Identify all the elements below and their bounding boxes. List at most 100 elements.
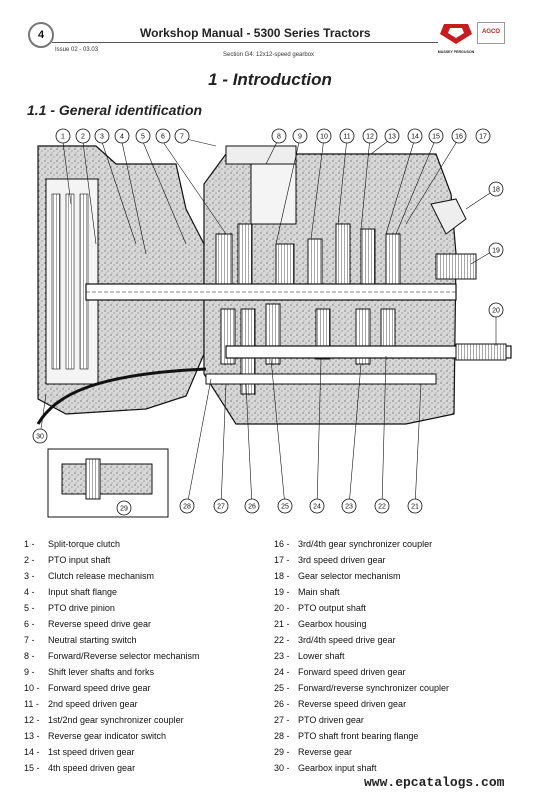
callout-15 [428, 128, 444, 144]
callout-13 [384, 128, 400, 144]
section-label: Section G4: 12x12-speed gearbox [223, 52, 315, 58]
callout-9 [292, 128, 308, 144]
part-item: 20 -PTO output shaft [274, 603, 366, 613]
callout-label: 24 [313, 504, 321, 511]
part-item: 11 -2nd speed driven gear [24, 699, 138, 709]
part-item: 27 -PTO driven gear [274, 715, 364, 725]
part-item: 14 -1st speed driven gear [24, 747, 135, 757]
callout-label: 6 [161, 134, 165, 141]
callout-label: 23 [345, 504, 353, 511]
lower-shaft [205, 373, 437, 385]
callout-21 [407, 498, 423, 514]
callout-16 [451, 128, 467, 144]
callout-4 [114, 128, 130, 144]
callout-30 [32, 428, 48, 444]
callout-5 [135, 128, 151, 144]
callout-27 [213, 498, 229, 514]
callout-label: 13 [388, 134, 396, 141]
callout-label: 11 [343, 134, 350, 141]
callout-label: 19 [492, 248, 500, 255]
part-item: 13 -Reverse gear indicator switch [24, 731, 167, 741]
callout-label: 5 [141, 134, 145, 141]
callout-label: 2 [81, 134, 85, 141]
callout-14 [407, 128, 423, 144]
callout-23 [341, 498, 357, 514]
callout-label: 30 [36, 434, 44, 441]
callout-17 [475, 128, 491, 144]
part-item: 4 -Input shaft flange [24, 587, 118, 597]
callout-2 [75, 128, 91, 144]
callout-label: 26 [248, 504, 256, 511]
callout-label: 16 [455, 134, 463, 141]
part-item: 21 -Gearbox housing [274, 619, 367, 629]
agco-text: AGCO [482, 29, 500, 35]
chapter-title: 1 - Introduction [208, 70, 332, 89]
gearbox-cutaway-diagram: 1 2 3 4 5 6 7 8 9 10 11 12 13 14 15 16 1… [32, 128, 512, 518]
part-item: 7 -Neutral starting switch [24, 635, 137, 645]
callout-7 [174, 128, 190, 144]
callout-label: 8 [277, 134, 281, 141]
callout-18 [488, 181, 504, 197]
manual-title: Workshop Manual - 5300 Series Tractors [140, 26, 371, 40]
callout-label: 21 [411, 504, 419, 511]
callout-label: 3 [100, 134, 104, 141]
issue-label: Issue 02 - 03.03 [55, 47, 99, 53]
part-item: 24 -Forward speed driven gear [274, 667, 406, 677]
part-item: 5 -PTO drive pinion [24, 603, 115, 613]
part-item: 2 -PTO input shaft [24, 555, 111, 565]
callout-label: 12 [366, 134, 374, 141]
callout-label: 1 [61, 134, 65, 141]
part-item: 26 -Reverse speed driven gear [274, 699, 407, 709]
part-item: 3 -Clutch release mechanism [24, 571, 155, 581]
parts-column-right: 16 -3rd/4th gear synchronizer coupler 17… [274, 536, 514, 776]
callout-label: 4 [120, 134, 124, 141]
callout-label: 22 [378, 504, 386, 511]
part-item: 30 -Gearbox input shaft [274, 763, 377, 773]
callout-29 [116, 500, 132, 516]
callout-label: 7 [180, 134, 184, 141]
callout-label: 9 [298, 134, 302, 141]
part-item: 28 -PTO shaft front bearing flange [274, 731, 419, 741]
parts-column-left: 1 -Split-torque clutch 2 -PTO input shaf… [24, 536, 264, 776]
callout-3 [94, 128, 110, 144]
part-item: 29 -Reverse gear [274, 747, 353, 757]
agco-logo: AGCO [477, 22, 505, 44]
callout-6 [155, 128, 171, 144]
part-item: 17 -3rd speed driven gear [274, 555, 386, 565]
part-item: 6 -Reverse speed drive gear [24, 619, 152, 629]
page-number-badge: 4 [28, 22, 54, 48]
page-header: 4 Workshop Manual - 5300 Series Tractors… [28, 22, 506, 58]
part-item: 8 -Forward/Reverse selector mechanism [24, 651, 200, 661]
part-item: 18 -Gear selector mechanism [274, 571, 401, 581]
pto-output-shaft [225, 345, 512, 359]
callout-label: 27 [217, 504, 225, 511]
part-item: 12 -1st/2nd gear synchronizer coupler [24, 715, 184, 725]
callout-11 [339, 128, 355, 144]
callout-label: 14 [411, 134, 419, 141]
callout-label: 18 [492, 187, 500, 194]
callout-25 [277, 498, 293, 514]
callout-label: 25 [281, 504, 289, 511]
callout-26 [244, 498, 260, 514]
callout-10 [316, 128, 332, 144]
callout-12 [362, 128, 378, 144]
callout-label: 15 [432, 134, 440, 141]
callout-24 [309, 498, 325, 514]
callout-label: 20 [492, 308, 500, 315]
part-item: 15 -4th speed driven gear [24, 763, 136, 773]
part-item: 10 -Forward speed drive gear [24, 683, 151, 693]
callout-label: 10 [320, 134, 328, 141]
callout-label: 29 [120, 506, 128, 513]
callout-1 [55, 128, 71, 144]
part-item: 25 -Forward/reverse synchronizer coupler [274, 683, 450, 693]
callout-20 [488, 302, 504, 318]
part-item: 16 -3rd/4th gear synchronizer coupler [274, 539, 433, 549]
massey-ferguson-logo: MASSEY FERGUSON [438, 24, 475, 54]
callout-19 [488, 242, 504, 258]
callout-label: 28 [183, 504, 191, 511]
callout-28 [179, 498, 195, 514]
part-item: 23 -Lower shaft [274, 651, 345, 661]
part-item: 22 -3rd/4th speed drive gear [274, 635, 396, 645]
callout-22 [374, 498, 390, 514]
watermark-url[interactable]: www.epcatalogs.com [364, 775, 505, 790]
